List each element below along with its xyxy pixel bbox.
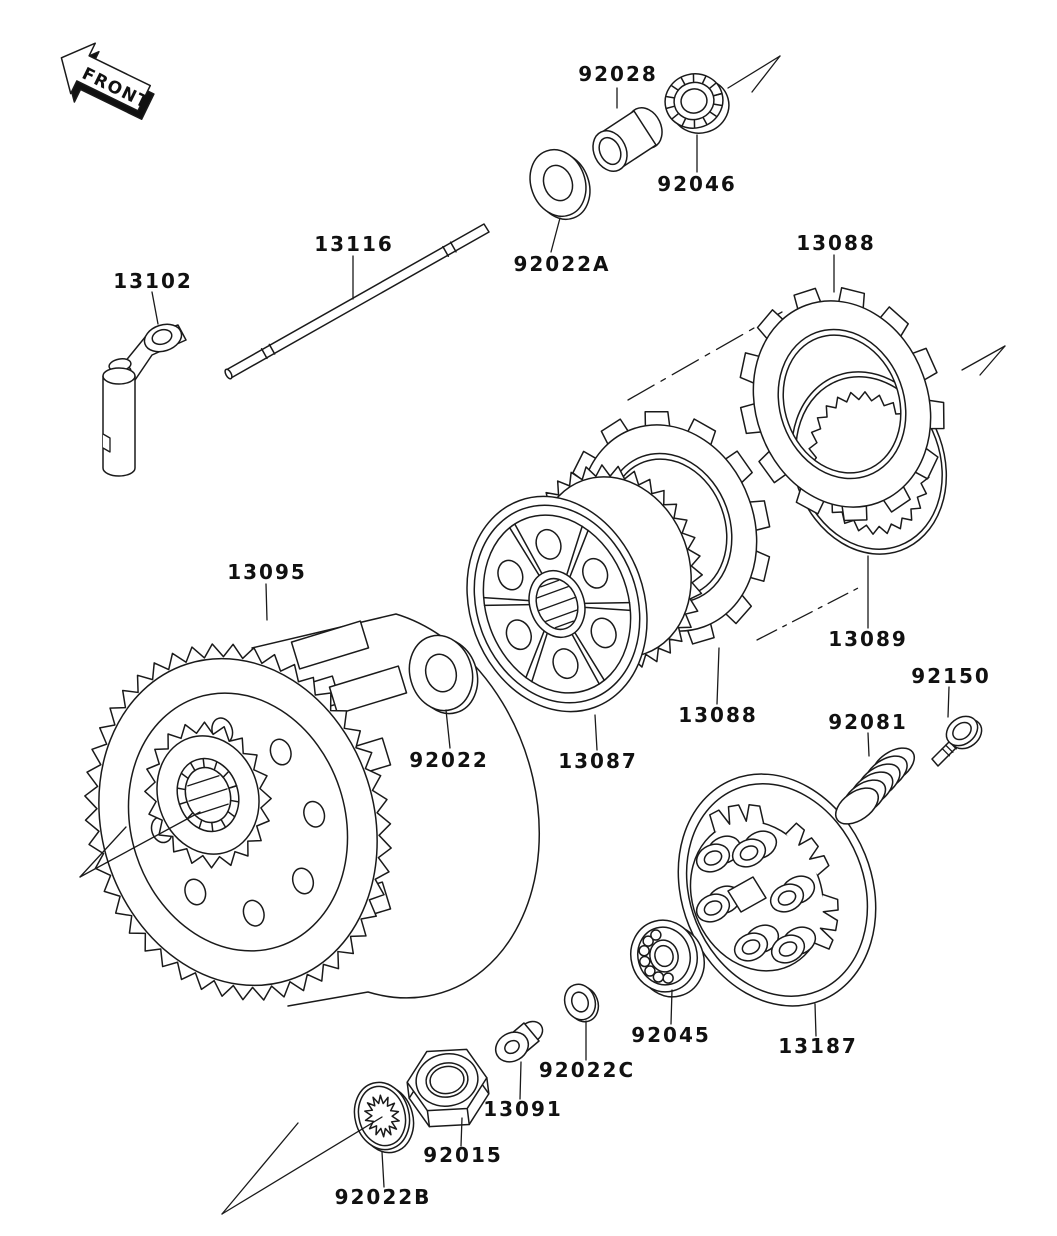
part-label-92022: 92022 [409,748,489,772]
leader-lines [151,87,950,1188]
part-label-13095: 13095 [227,560,307,584]
part-92022B-lock-washer [353,1081,415,1154]
part-13088-friction-plate-top [739,287,945,522]
part-92022C-washer [563,983,600,1023]
part-13087-clutch-hub [466,464,703,713]
part-label-13087: 13087 [558,749,638,773]
part-92150-bolt [931,715,983,767]
part-13187-pressure-plate [677,773,877,1007]
assembly-direction-arrows [79,55,1006,1215]
part-label-92045: 92045 [631,1023,711,1047]
part-label-92022B: 92022B [334,1185,432,1209]
part-92046-needle-bearing [664,73,730,134]
part-label-13088-top: 13088 [796,231,876,255]
part-label-13088-mid: 13088 [678,703,758,727]
part-92028-bushing [592,107,663,172]
part-label-92028: 92028 [578,62,658,86]
part-label-13187: 13187 [778,1034,858,1058]
part-92015-nut [406,1048,490,1128]
part-label-92046: 92046 [657,172,737,196]
part-label-92081: 92081 [828,710,908,734]
part-label-13102: 13102 [113,269,193,293]
part-label-92022C: 92022C [538,1058,636,1082]
part-92022A-washer [529,148,591,221]
part-label-92150: 92150 [911,664,991,688]
part-13095-clutch-housing [84,613,540,1007]
part-label-13089: 13089 [828,627,908,651]
part-92022-washer [408,634,479,715]
part-label-92022A: 92022A [513,252,611,276]
front-direction-arrow: FRONT [60,42,155,120]
part-label-13091: 13091 [483,1097,563,1121]
part-label-92015: 92015 [423,1143,503,1167]
part-label-13116: 13116 [314,232,394,256]
part-92045-ball-bearing [630,919,705,998]
part-13116-push-rod [224,223,490,380]
part-92081-spring [835,747,915,825]
front-arrow-face [60,42,151,112]
part-13091-pusher [494,1020,544,1063]
assembly-centerlines [627,311,863,641]
part-13102-release-lever [102,323,187,477]
